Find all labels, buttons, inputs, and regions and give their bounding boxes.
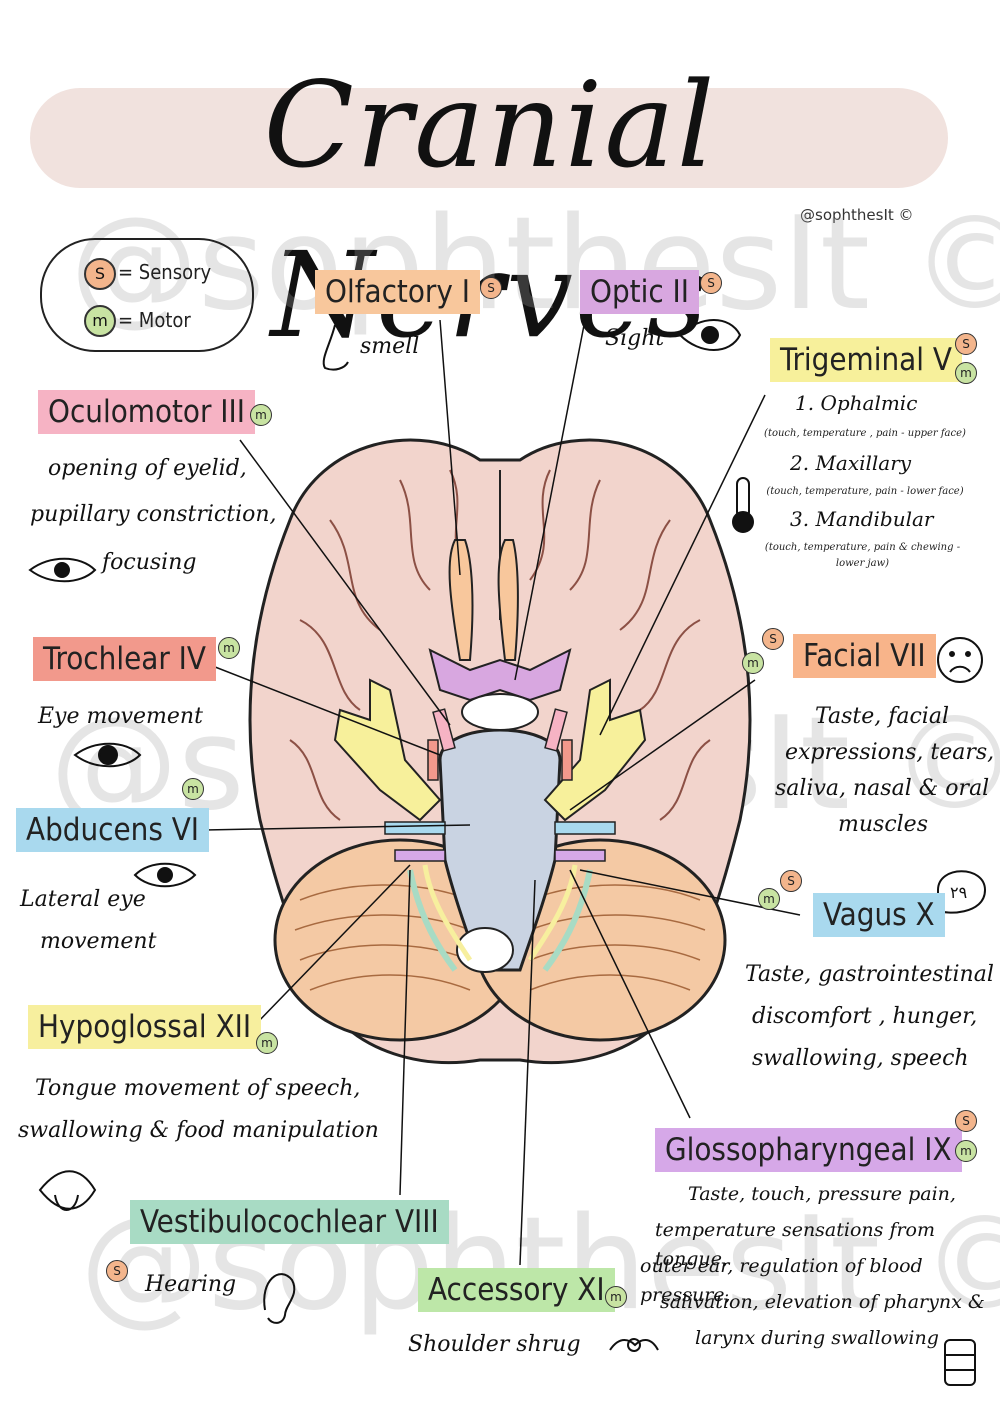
accessory-desc: Shoulder shrug [408,1332,581,1357]
vagus-desc-2: discomfort , hunger, [752,1004,978,1029]
hypoglossal-label: Hypoglossal XII [28,1005,262,1049]
hypoglossal-desc-2: swallowing & food manipulation [18,1118,379,1143]
trigeminal-motor-badge: m [955,362,977,384]
legend [40,238,254,352]
vagus-sensory-badge: S [780,870,802,892]
vestibulocochlear-label: Vestibulocochlear VIII [130,1200,449,1244]
brainstem [438,728,562,972]
trigeminal-sensory-badge: S [955,333,977,355]
oculomotor-desc-3: focusing [102,550,197,575]
motor-badge: m [84,305,116,337]
glossopharyngeal-desc-2: temperature sensations from tongue, [655,1219,936,1270]
trochlear-label: Trochlear IV [33,637,216,681]
sad-face-icon [937,637,983,683]
hypoglossal-desc-1: Tongue movement of speech, [35,1076,361,1101]
facial-desc-3: saliva, nasal & oral [775,776,990,801]
oculomotor-label: Oculomotor III [38,390,255,434]
optic-label: Optic II [580,270,699,314]
vestibulocochlear-desc: Hearing [145,1272,237,1297]
abducens-desc-2: movement [40,929,157,954]
olfactory-bulb-right [497,539,519,661]
trigeminal-branch-3-note-2: lower jaw) [835,558,890,569]
optic-sensory-badge: S [700,272,722,294]
trigeminal-right [543,678,647,822]
ear-icon [263,1273,296,1324]
trigeminal-label: Trigeminal V [770,338,962,382]
motor-legend-label: = Motor [118,308,191,332]
vagus-desc-1: Taste, gastrointestinal [745,962,994,987]
abducens-desc-1: Lateral eye [20,887,146,912]
title-band [30,88,948,188]
vagus-label: Vagus X [813,893,945,937]
hypoglossal-motor-badge: m [256,1032,278,1054]
abducens-label: Abducens VI [16,808,210,852]
facial-desc-1: Taste, facial [815,704,949,729]
sensory-legend-label: = Sensory [118,260,212,284]
glossopharyngeal-motor-badge: m [955,1140,977,1162]
facial-motor-badge: m [742,652,764,674]
trigeminal-branch-2: 2. Maxillary [790,451,912,475]
credit-text: @sophthesIt © [800,206,914,224]
glossopharyngeal-desc-5: larynx during swallowing [695,1327,939,1349]
olfactory-sensory-badge: S [480,277,502,299]
glossopharyngeal-desc-3: outer ear, regulation of blood pressure, [640,1255,923,1306]
sensory-badge: S [84,258,116,290]
vagus-desc-3: swallowing, speech [752,1046,969,1071]
glossopharyngeal-sensory-badge: S [955,1110,977,1132]
olfactory-desc: smell [360,334,420,359]
optic-chiasm [428,648,572,702]
trochlear-eye-icon [73,742,142,768]
accessory-motor-badge: m [605,1286,627,1308]
shoulder-icon [609,1338,659,1352]
trigeminal-left [333,678,442,822]
facial-desc-4: muscles [838,812,928,837]
nose-icon [322,324,349,371]
accessory-label: Accessory XI [418,1268,615,1312]
olfactory-label: Olfactory I [315,270,480,314]
speech-bubble-icon: ٢٩ [937,870,987,914]
larynx-icon [944,1339,976,1386]
optic-desc: Sight [605,326,665,351]
trigeminal-branch-3: 3. Mandibular [790,507,934,531]
facial-desc-2: expressions, tears, [785,740,995,765]
oculomotor-desc-2: pupillary constriction, [30,502,277,527]
oculomotor-motor-badge: m [250,404,272,426]
facial-label: Facial VII [793,634,936,678]
trigeminal-branch-3-note-1: (touch, temperature, pain & chewing - [764,542,961,553]
glossopharyngeal-label: Glossopharyngeal IX [655,1128,962,1172]
svg-text:٢٩: ٢٩ [950,883,967,902]
vestibulocochlear-sensory-badge: S [106,1260,128,1282]
trigeminal-branch-1-note: (touch, temperature , pain - upper face) [764,428,966,439]
oculomotor-desc-1: opening of eyelid, [48,456,247,481]
trigeminal-branch-1: 1. Ophalmic [795,391,918,415]
eye-icon [678,319,742,351]
trigeminal-branch-2-note: (touch, temperature, pain - lower face) [766,486,964,497]
glossopharyngeal-desc-4: salivation, elevation of pharynx & [660,1291,985,1313]
trochlear-desc: Eye movement [38,704,203,729]
abducens-motor-badge: m [182,778,204,800]
oculomotor-eye-icon [28,557,97,583]
facial-sensory-badge: S [762,628,784,650]
glossopharyngeal-desc-1: Taste, touch, pressure pain, [688,1183,956,1205]
abducens-eye-icon [133,862,197,888]
olfactory-bulb-left [448,539,474,661]
vagus-motor-badge: m [758,888,780,910]
trochlear-motor-badge: m [218,637,240,659]
thermometer-icon [732,477,754,533]
tongue-icon [38,1170,97,1211]
